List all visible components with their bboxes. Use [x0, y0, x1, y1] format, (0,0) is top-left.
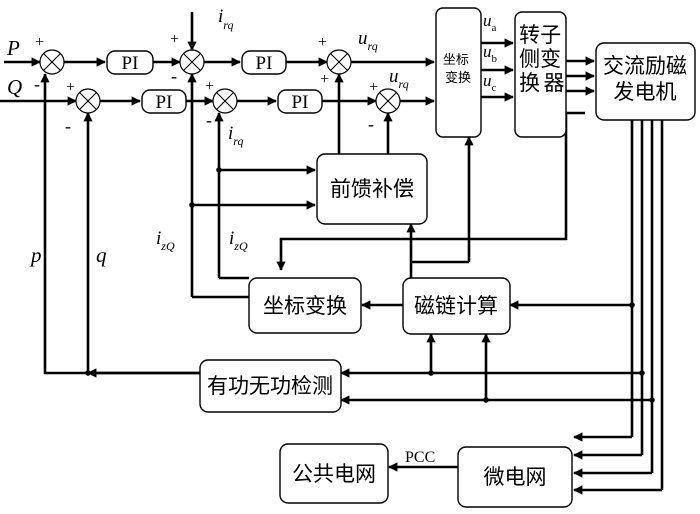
signal-lines — [0, 12, 664, 495]
sum-junction-1 — [39, 49, 65, 75]
uc-label: uc — [483, 71, 497, 94]
sign-minus: - — [65, 116, 71, 136]
sum-junction-4 — [75, 88, 101, 114]
sign-minus: - — [206, 110, 212, 130]
sign-plus: + — [66, 79, 75, 96]
urq-label: urq — [358, 28, 378, 53]
pi-label-4: PI — [292, 92, 309, 113]
feedforward-block — [316, 153, 428, 225]
junction-dots — [85, 167, 655, 403]
sum-junction-5 — [212, 88, 238, 114]
power-detect-block — [199, 359, 342, 413]
pi-label-3: PI — [156, 92, 173, 113]
pi-label-2: PI — [256, 53, 273, 74]
public-grid-block — [279, 443, 389, 504]
feedforward-label: 前馈补偿 — [330, 177, 414, 201]
irq-ref-label: irq — [218, 6, 234, 32]
generator-block — [595, 42, 696, 121]
pi-block-2 — [241, 50, 287, 75]
signal-labels: P Q irq urq urq irq izQ izQ ua ub — [6, 6, 498, 466]
irq-fb-label: irq — [228, 123, 244, 148]
q-ref-label: Q — [7, 75, 22, 99]
junction-dot — [639, 370, 645, 376]
sign-plus: + — [205, 78, 214, 95]
junction-dot — [649, 397, 655, 403]
sign-plus: + — [170, 31, 179, 48]
power-detect-label: 有功无功检测 — [207, 374, 333, 398]
sign-plus: + — [369, 79, 378, 96]
ua-label: ua — [483, 11, 497, 34]
flux-calc-block — [402, 277, 511, 335]
sign-plus: + — [35, 34, 44, 51]
pcc-label: PCC — [405, 449, 435, 466]
coord-transform-bottom-label: 坐标变换 — [263, 294, 347, 318]
sign-plus: + — [320, 71, 329, 88]
rotor-converter-label: 转 子 侧 变 换 器 — [519, 23, 568, 95]
junction-dot — [428, 370, 434, 376]
pi-label-1: PI — [122, 53, 139, 74]
sign-minus: - — [34, 74, 40, 94]
microgrid-label: 微电网 — [484, 465, 547, 489]
coord-transform-bottom-block — [248, 277, 362, 334]
generator-label-line1: 交流励磁 — [603, 54, 687, 78]
junction-dot — [629, 302, 635, 308]
junction-dot — [189, 202, 195, 208]
junction-dot — [483, 397, 489, 403]
coord-transform-top-label: 坐标 变换 — [443, 53, 473, 86]
ub-label: ub — [483, 42, 498, 65]
rotor-converter-block — [514, 11, 567, 138]
sign-plus: + — [318, 34, 327, 51]
sign-minus: - — [171, 66, 177, 86]
coord-transform-top-block — [435, 7, 482, 138]
junction-dot — [216, 167, 222, 173]
junction-dot — [85, 370, 91, 376]
p-ref-label: P — [6, 36, 20, 60]
pi-block-4 — [277, 89, 323, 114]
sum-junction-6 — [375, 88, 401, 114]
pi-block-1 — [106, 50, 154, 75]
urq-label-2: urq — [389, 66, 409, 91]
microgrid-block — [457, 446, 573, 508]
flux-calc-label: 磁链计算 — [414, 294, 498, 318]
p-feedback-label: p — [29, 243, 42, 267]
sum-junction-3 — [326, 49, 352, 75]
pi-block-3 — [141, 89, 187, 114]
izq-label-2: izQ — [229, 228, 248, 253]
sign-marks: + - + - + + + - + - + - — [34, 31, 378, 136]
izq-label-1: izQ — [156, 228, 175, 253]
public-grid-label: 公共电网 — [292, 462, 376, 486]
sign-minus: - — [368, 114, 374, 134]
sum-junction-2 — [179, 49, 205, 75]
rotor-to-coord-bottom — [276, 113, 568, 271]
blocks: PI PI PI PI 坐标 变换 转 子 侧 变 换 器 交流励磁 发电机 前… — [106, 7, 696, 508]
generator-label-line2: 发电机 — [614, 80, 677, 104]
q-feedback-label: q — [96, 243, 107, 267]
sum-junctions — [39, 49, 401, 114]
